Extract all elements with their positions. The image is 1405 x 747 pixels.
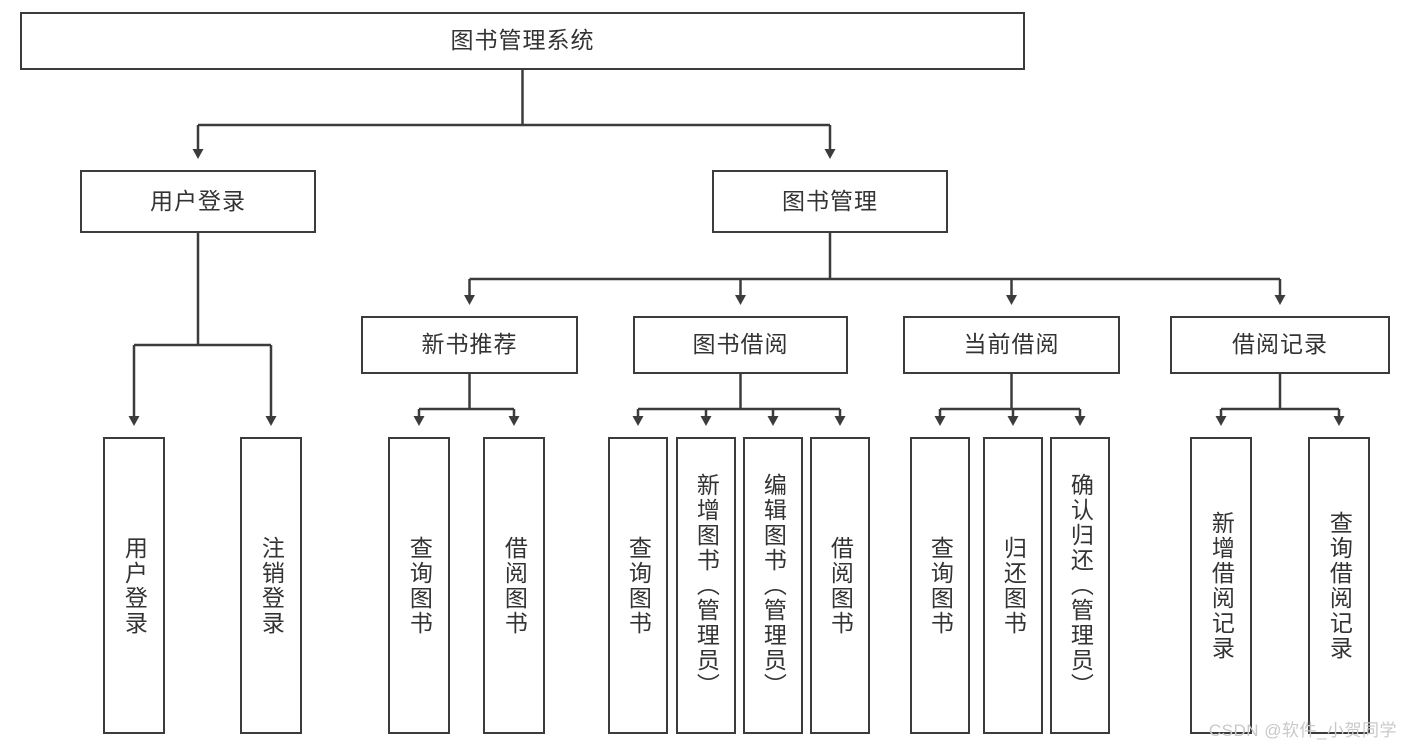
- node-record[interactable]: 借阅记录: [1170, 316, 1390, 374]
- node-borrow[interactable]: 图书借阅: [633, 316, 848, 374]
- node-login[interactable]: 用户登录: [80, 170, 316, 233]
- node-bookmgmt[interactable]: 图书管理: [712, 170, 948, 233]
- node-label: 新增图书（管理员）: [693, 473, 720, 698]
- node-label: 用户登录: [150, 187, 246, 214]
- node-label: 编辑图书（管理员）: [760, 473, 787, 698]
- node-current[interactable]: 当前借阅: [903, 316, 1120, 374]
- node-leaf-logout[interactable]: 注销登录: [240, 437, 302, 734]
- node-label: 查询图书: [625, 535, 652, 636]
- node-label: 借阅图书: [501, 535, 528, 636]
- node-leaf-add-b[interactable]: 新增图书（管理员）: [676, 437, 736, 734]
- node-label: 查询图书: [406, 535, 433, 636]
- edges: [128, 70, 1345, 426]
- node-leaf-login[interactable]: 用户登录: [103, 437, 165, 734]
- node-leaf-query-nb[interactable]: 查询图书: [388, 437, 450, 734]
- node-label: 用户登录: [121, 535, 148, 636]
- node-leaf-borrow-b[interactable]: 借阅图书: [810, 437, 870, 734]
- watermark-text: CSDN @软件_小贺同学: [1208, 721, 1397, 740]
- node-leaf-add-r[interactable]: 新增借阅记录: [1190, 437, 1252, 734]
- node-label: 图书借阅: [692, 331, 789, 358]
- node-label: 图书管理: [782, 187, 878, 214]
- node-root[interactable]: 图书管理系统: [20, 12, 1025, 70]
- node-label: 图书管理系统: [450, 27, 595, 54]
- node-newbook[interactable]: 新书推荐: [361, 316, 578, 374]
- node-label: 查询借阅记录: [1326, 510, 1353, 661]
- node-label: 借阅图书: [827, 535, 854, 636]
- node-label: 查询图书: [927, 535, 954, 636]
- node-leaf-query-c[interactable]: 查询图书: [910, 437, 970, 734]
- node-leaf-borrow-nb[interactable]: 借阅图书: [483, 437, 545, 734]
- node-leaf-confirm-c[interactable]: 确认归还（管理员）: [1050, 437, 1110, 734]
- node-label: 注销登录: [258, 535, 285, 636]
- node-label: 当前借阅: [963, 331, 1060, 358]
- node-leaf-query-b[interactable]: 查询图书: [608, 437, 668, 734]
- node-label: 借阅记录: [1232, 331, 1328, 358]
- node-label: 归还图书: [1000, 535, 1027, 636]
- node-label: 新增借阅记录: [1208, 510, 1235, 661]
- node-leaf-query-r[interactable]: 查询借阅记录: [1308, 437, 1370, 734]
- node-label: 确认归还（管理员）: [1067, 473, 1094, 698]
- node-leaf-edit-b[interactable]: 编辑图书（管理员）: [743, 437, 803, 734]
- node-leaf-return-c[interactable]: 归还图书: [983, 437, 1043, 734]
- node-label: 新书推荐: [421, 331, 518, 358]
